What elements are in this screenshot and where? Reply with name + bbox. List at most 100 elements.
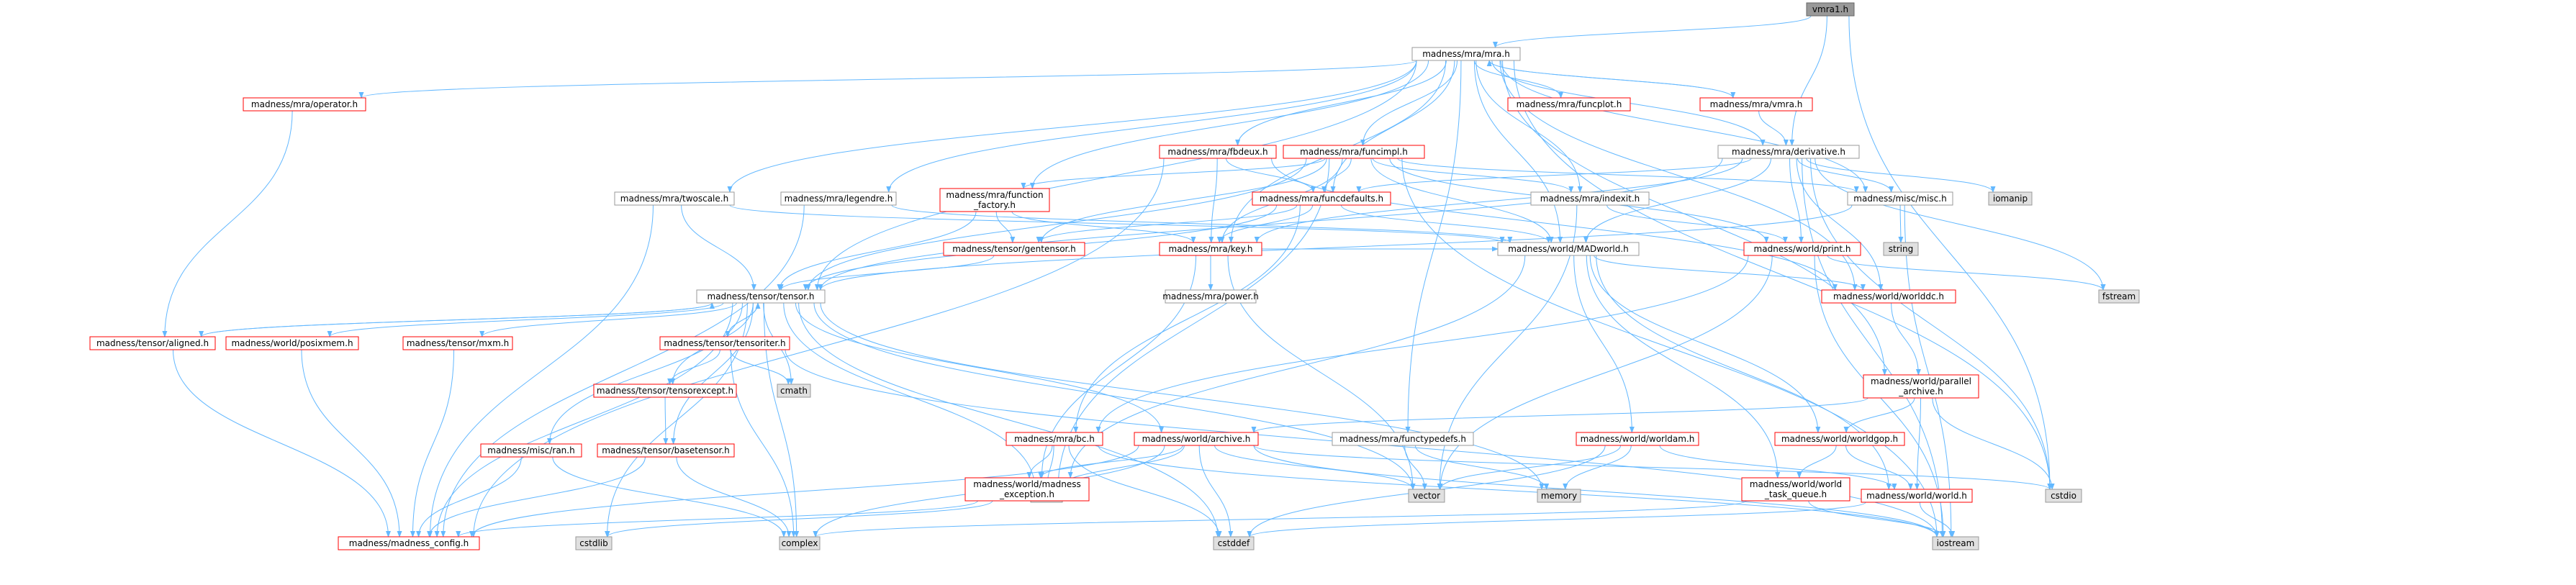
node-bc-h[interactable]: madness/mra/bc.h	[1005, 432, 1103, 446]
node-box	[1497, 242, 1640, 256]
node-functypedefs-h[interactable]: madness/mra/functypedefs.h	[1332, 432, 1474, 446]
edge-madness-exception-h-to-cstdlib	[605, 500, 993, 538]
node-tensoriter-h[interactable]: madness/tensor/tensoriter.h	[659, 336, 790, 350]
node-worlddc-h[interactable]: madness/world/worlddc.h	[1821, 289, 1956, 304]
node-world-task-queue-h[interactable]: madness/world/world_task_queue.h	[1741, 477, 1850, 502]
node-fbdeux-h[interactable]: madness/mra/fbdeux.h	[1159, 145, 1277, 159]
edge-legendre-h-to-madworld-h	[891, 204, 1513, 243]
node-label: madness/tensor/aligned.h	[96, 338, 209, 348]
node-box	[1537, 489, 1581, 503]
edge-twoscale-h-to-madness-config-h	[428, 204, 654, 538]
node-world-h[interactable]: madness/world/world.h	[1861, 489, 1973, 503]
node-indexit-h[interactable]: madness/mra/indexit.h	[1530, 191, 1650, 206]
edge-basetensor-h-to-madness-config-h	[427, 456, 646, 538]
edge-mra-h-to-madworld-h	[1473, 60, 1563, 243]
node-label: madness/mra/bc.h	[1014, 434, 1095, 444]
node-funcimpl-h[interactable]: madness/mra/funcimpl.h	[1283, 145, 1425, 159]
edge-mra-h-to-fbdeux-h	[1235, 60, 1447, 146]
node-basetensor-h[interactable]: madness/tensor/basetensor.h	[597, 443, 735, 458]
node-vmra1-h[interactable]: vmra1.h	[1806, 2, 1855, 17]
node-print-h[interactable]: madness/world/print.h	[1743, 242, 1861, 256]
edge-vmra1-h-to-cstdio	[1848, 15, 2053, 490]
node-box	[779, 536, 821, 550]
edge-worldgop-h-to-world-task-queue-h	[1797, 445, 1837, 479]
node-box	[1507, 97, 1631, 112]
node-key-h[interactable]: madness/mra/key.h	[1159, 242, 1262, 256]
node-cmath[interactable]: cmath	[777, 384, 811, 398]
node-box	[1774, 432, 1905, 446]
edge-mra-h-to-indexit-h	[1475, 60, 1583, 193]
node-funcplot-h[interactable]: madness/mra/funcplot.h	[1507, 97, 1631, 112]
edge-derivative-h-to-iomanip	[1806, 158, 1996, 193]
edge-mra-h-to-parallel-archive-h	[1502, 60, 1887, 376]
edge-derivative-h-to-madworld-h	[1583, 158, 1772, 243]
node-label: fstream	[2102, 291, 2136, 301]
edge-tensoriter-h-to-cmath	[730, 349, 791, 385]
edge-gentensor-h-to-tensor-h	[778, 255, 995, 291]
node-archive-h[interactable]: madness/world/archive.h	[1134, 432, 1259, 446]
node-cstdio[interactable]: cstdio	[2045, 489, 2082, 503]
node-cstddef[interactable]: cstddef	[1213, 536, 1255, 550]
node-parallel-archive-h[interactable]: madness/world/parallel_archive.h	[1863, 374, 1979, 399]
node-iomanip[interactable]: iomanip	[1988, 191, 2033, 206]
node-gentensor-h[interactable]: madness/tensor/gentensor.h	[943, 242, 1085, 256]
node-box	[1847, 191, 1953, 206]
node-box	[402, 336, 513, 350]
node-label: madness/mra/funcplot.h	[1517, 99, 1622, 109]
node-label: madness/mra/power.h	[1162, 291, 1259, 301]
node-power-h[interactable]: madness/mra/power.h	[1162, 289, 1259, 304]
node-mra-h[interactable]: madness/mra/mra.h	[1411, 47, 1521, 61]
node-tensor-h[interactable]: madness/tensor/tensor.h	[696, 289, 826, 304]
node-iostream[interactable]: iostream	[1932, 536, 1979, 550]
edge-function-factory-h-to-tensor-h	[777, 211, 977, 291]
node-box	[89, 336, 216, 350]
node-memory[interactable]: memory	[1537, 489, 1581, 503]
node-function-factory-h[interactable]: madness/mra/function_factory.h	[939, 188, 1050, 212]
node-box	[480, 443, 582, 458]
node-label: madness/mra/fbdeux.h	[1167, 147, 1267, 157]
edge-world-h-to-iostream	[1919, 502, 1956, 538]
node-box	[1530, 191, 1650, 206]
node-madworld-h[interactable]: madness/world/MADworld.h	[1497, 242, 1640, 256]
node-posixmem-h[interactable]: madness/world/posixmem.h	[225, 336, 359, 350]
node-vmra-h[interactable]: madness/mra/vmra.h	[1699, 97, 1813, 112]
node-mxm-h[interactable]: madness/tensor/mxm.h	[402, 336, 513, 350]
node-misc-h[interactable]: madness/misc/misc.h	[1847, 191, 1953, 206]
edge-funcdefaults-h-to-key-h	[1216, 204, 1314, 243]
node-fstream[interactable]: fstream	[2098, 289, 2140, 304]
node-twoscale-h[interactable]: madness/mra/twoscale.h	[614, 191, 735, 206]
edge-parallel-archive-h-to-archive-h	[1251, 397, 1868, 433]
node-label: madness/mra/mra.h	[1422, 49, 1510, 59]
node-madness-exception-h[interactable]: madness/world/madness_exception.h	[964, 477, 1090, 502]
edge-bc-h-to-iostream	[1098, 445, 1940, 538]
node-vector[interactable]: vector	[1408, 489, 1445, 503]
edge-worldam-h-to-memory	[1563, 445, 1632, 490]
edge-funcimpl-h-to-indexit-h	[1372, 158, 1574, 193]
edge-funcdefaults-h-to-gentensor-h	[1036, 204, 1298, 243]
node-box	[1743, 242, 1861, 256]
node-box	[1165, 289, 1257, 304]
edge-derivative-h-to-cstdio	[1810, 158, 2053, 490]
node-box	[597, 443, 735, 458]
node-funcdefaults-h[interactable]: madness/mra/funcdefaults.h	[1252, 191, 1391, 206]
edge-twoscale-h-to-madworld-h	[729, 204, 1505, 243]
node-label: madness/world/worldgop.h	[1781, 434, 1898, 444]
edge-archive-h-to-cstdio	[1253, 445, 2053, 490]
node-derivative-h[interactable]: madness/mra/derivative.h	[1717, 145, 1860, 159]
node-label: madness/mra/key.h	[1169, 244, 1253, 254]
node-worldam-h[interactable]: madness/world/worldam.h	[1576, 432, 1699, 446]
edge-derivative-h-to-funcdefaults-h	[1356, 158, 1752, 193]
node-string[interactable]: string	[1883, 242, 1919, 256]
node-aligned-h[interactable]: madness/tensor/aligned.h	[89, 336, 216, 350]
edge-funcimpl-h-to-misc-h	[1397, 158, 1859, 193]
node-ran-h[interactable]: madness/misc/ran.h	[480, 443, 582, 458]
node-tensorexcept-h[interactable]: madness/tensor/tensorexcept.h	[593, 384, 737, 398]
node-worldgop-h[interactable]: madness/world/worldgop.h	[1774, 432, 1905, 446]
edge-print-h-to-fstream	[1827, 255, 2106, 291]
node-cstdlib[interactable]: cstdlib	[575, 536, 613, 550]
node-legendre-h[interactable]: madness/mra/legendre.h	[780, 191, 897, 206]
node-box	[696, 289, 826, 304]
node-madness-config-h[interactable]: madness/madness_config.h	[338, 536, 480, 550]
node-operator-h[interactable]: madness/mra/operator.h	[243, 97, 366, 112]
node-complex[interactable]: complex	[779, 536, 821, 550]
